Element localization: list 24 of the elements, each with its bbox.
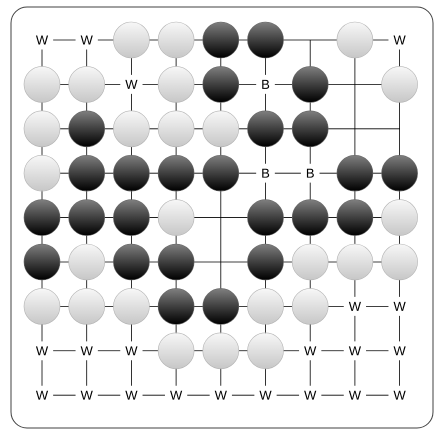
point-label: W [76, 386, 98, 405]
point-label: B [256, 164, 275, 183]
point-label: W [299, 341, 322, 360]
point-label: W [388, 30, 411, 50]
point-label: W [120, 341, 143, 360]
point-label: W [76, 341, 98, 360]
point-label: W [388, 386, 411, 405]
point-label: W [120, 74, 143, 94]
point-label: W [344, 386, 366, 405]
point-label: W [30, 30, 54, 50]
point-label: W [210, 386, 232, 405]
point-label: W [30, 386, 54, 405]
point-label: W [76, 30, 98, 50]
point-label: W [30, 341, 54, 360]
point-label: W [254, 386, 277, 405]
point-label: W [164, 386, 188, 405]
point-label: W [344, 296, 366, 316]
point-label: B [256, 74, 275, 94]
point-label: B [300, 164, 320, 183]
point-label: W [388, 341, 411, 360]
point-label: W [299, 386, 322, 405]
point-label: W [344, 341, 366, 360]
point-label: W [388, 296, 411, 316]
point-label: W [120, 386, 143, 405]
